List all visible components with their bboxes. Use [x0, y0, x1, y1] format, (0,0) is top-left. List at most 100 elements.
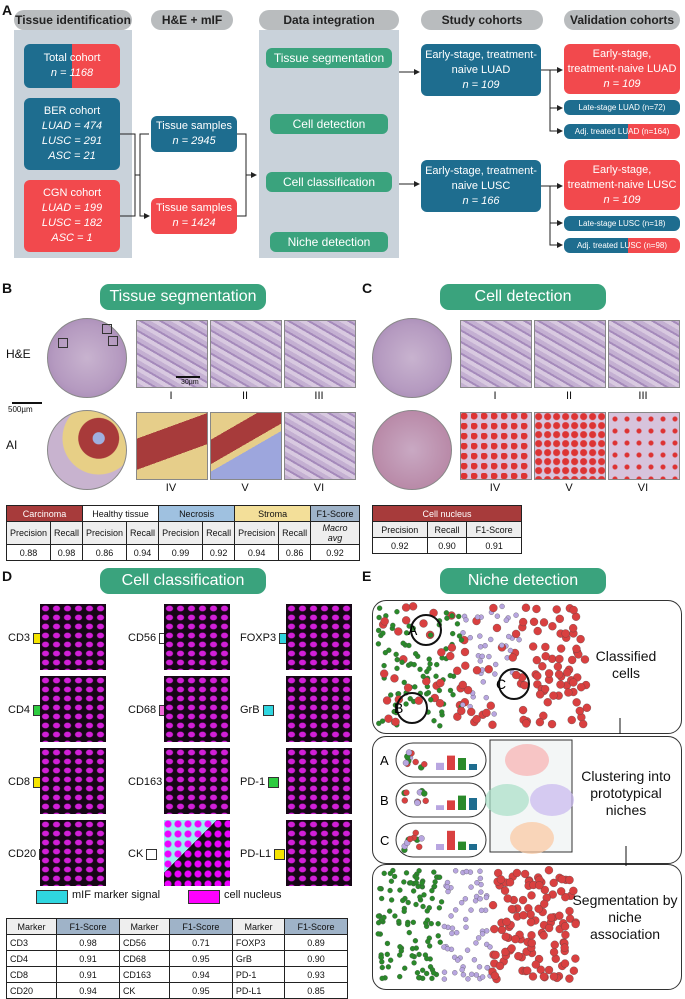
b-val-2: 0.86 — [82, 544, 128, 561]
cell-dot — [540, 885, 549, 895]
cell-dot — [477, 875, 484, 882]
cell-dot — [413, 901, 419, 908]
cell-dot — [397, 973, 403, 980]
d-cell: CD8 — [5, 966, 58, 983]
cell-dot — [565, 906, 574, 916]
cell-dot — [521, 603, 531, 612]
c-crop-ii — [534, 320, 606, 388]
d-head-4: Marker — [231, 918, 286, 935]
cell-dot — [401, 879, 407, 885]
cell-dot — [468, 884, 474, 890]
d-cell: FOXP3 — [231, 934, 286, 951]
marker-label-cd8: CD8 — [8, 776, 45, 788]
ai-crop-vi — [284, 412, 356, 480]
cell-dot — [410, 888, 417, 894]
header-validation-cohorts: Validation cohorts — [564, 10, 680, 30]
cell-dot — [426, 665, 432, 672]
cell-dot — [407, 696, 413, 702]
d-cell: 0.89 — [284, 934, 348, 951]
cell-dot — [380, 617, 389, 626]
cell-dot — [572, 644, 581, 653]
d-cell: 0.95 — [168, 982, 233, 999]
cell-dot — [533, 671, 542, 681]
c-roman-v: V — [565, 482, 573, 494]
cell-dot — [447, 643, 457, 652]
cell-dot — [518, 705, 528, 715]
histogram-bar — [458, 841, 466, 850]
cell-dot — [514, 951, 523, 961]
cell-dot — [379, 975, 385, 982]
cell-dot — [456, 613, 462, 620]
cell-dot — [488, 636, 494, 643]
cell-dot — [425, 690, 432, 696]
cgn-asc: ASC = 1 — [51, 232, 93, 244]
val-luad-n: n = 109 — [603, 77, 641, 90]
cell-dot — [464, 947, 471, 953]
roi-iii-marker — [58, 338, 68, 348]
cell-dot — [576, 683, 586, 692]
d-cell: 0.91 — [56, 966, 120, 983]
cell-dot — [422, 797, 429, 805]
cell-dot — [411, 960, 417, 966]
cell-dot — [425, 938, 431, 945]
cell-dot — [431, 718, 437, 724]
cell-dot — [555, 654, 564, 664]
cell-dot — [402, 965, 408, 971]
cell-dot — [488, 901, 498, 910]
cell-dot — [388, 878, 395, 884]
d-cell: 0.98 — [56, 934, 120, 951]
cell-dot — [388, 692, 394, 698]
cell-dot — [426, 656, 432, 662]
cell-dot — [507, 904, 517, 914]
cell-dot — [463, 916, 469, 923]
cell-dot — [409, 946, 416, 952]
cell-dot — [403, 701, 409, 707]
cell-dot — [422, 677, 431, 686]
cell-dot — [474, 880, 480, 886]
b-val-0: 0.88 — [5, 544, 52, 561]
panel-b-label: B — [2, 280, 13, 296]
cell-dot — [571, 919, 580, 929]
cell-dot — [375, 920, 382, 926]
cell-dot — [428, 697, 434, 703]
histogram-bar — [447, 755, 455, 770]
b-sub-2: Precision — [82, 521, 128, 545]
cell-dot — [477, 658, 483, 664]
cell-dot — [563, 668, 572, 677]
cell-dot — [541, 642, 550, 652]
cell-dot — [479, 974, 486, 980]
cell-dot — [405, 899, 411, 906]
cell-dot — [444, 615, 450, 621]
mif-image-cd163 — [164, 748, 230, 814]
d-cell: 0.94 — [56, 982, 120, 999]
d-cell: CD3 — [5, 934, 58, 951]
roi-i-marker — [102, 324, 112, 334]
cell-dot — [527, 938, 536, 948]
histogram-bar — [436, 844, 444, 850]
cell-dot — [544, 669, 554, 678]
study-lusc-box: Early-stage, treatment-naive LUSC n = 16… — [421, 160, 541, 212]
cell-dot — [555, 911, 564, 920]
cell-dot — [412, 651, 419, 657]
niche-circle — [498, 668, 530, 700]
cell-dot — [541, 652, 550, 661]
cell-dot — [412, 938, 419, 944]
cgn-luad: LUAD = 199 — [41, 202, 103, 214]
histogram-bar — [458, 758, 466, 770]
cell-dot — [477, 896, 483, 902]
panel-c-label: C — [362, 280, 373, 296]
step-clustering: Clustering into prototypical niches — [581, 768, 671, 818]
cell-dot — [436, 905, 443, 911]
cell-dot — [463, 924, 469, 930]
cell-dot — [394, 627, 403, 636]
cell-detection-pill: Cell detection — [440, 284, 606, 310]
d-cell: 0.91 — [56, 950, 120, 967]
cell-dot — [480, 679, 486, 685]
cell-dot — [424, 917, 431, 923]
cell-dot — [556, 644, 566, 653]
cluster-letter: A — [380, 753, 389, 768]
d-cell: 0.93 — [284, 966, 348, 983]
cell-dot — [408, 880, 414, 886]
